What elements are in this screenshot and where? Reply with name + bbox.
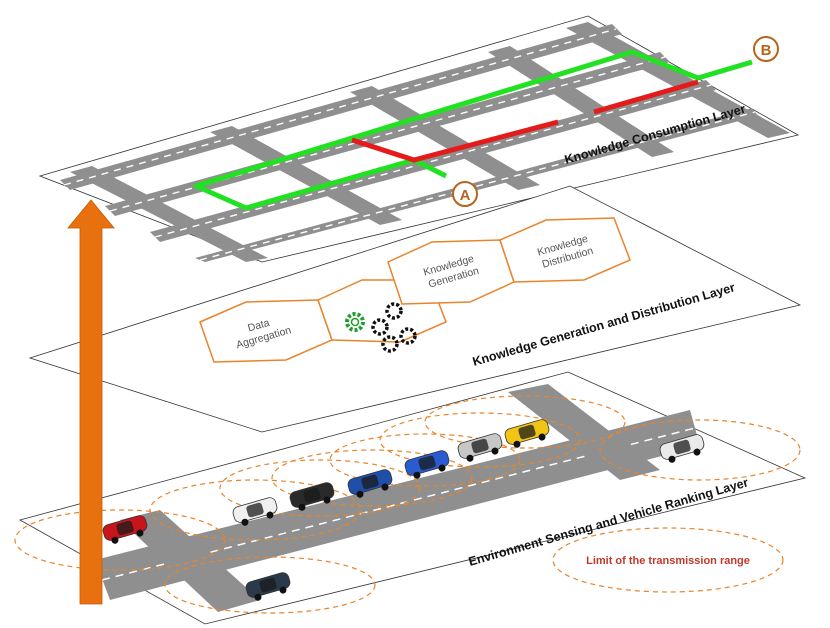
car-wheel (413, 471, 421, 479)
range-ellipse (219, 459, 421, 517)
hex-knowledge-distribution: Knowledge Distribution (499, 217, 631, 283)
arrow-shape (67, 199, 115, 605)
silver-sedan-icon (457, 433, 503, 462)
car-wheel (111, 536, 119, 544)
car-wheel (668, 455, 676, 463)
car-wheel (381, 483, 389, 491)
vehicles (102, 419, 705, 601)
aggregation-line1: Data (246, 317, 271, 335)
car-window (361, 474, 379, 490)
car-wheel (266, 511, 274, 519)
gear-green-icon (345, 312, 365, 332)
consumption-plane (38, 15, 800, 263)
road-strip (210, 126, 402, 225)
road-strip (350, 86, 540, 190)
car-wheel (279, 586, 287, 594)
point-a-marker: A (452, 181, 478, 207)
car-window (418, 455, 436, 471)
car-wheel (538, 433, 546, 441)
hex-data-aggregation: Data Aggregation (199, 299, 333, 363)
cross-road (508, 384, 660, 480)
range-ellipse (424, 395, 626, 449)
point-b-marker: B (753, 36, 779, 62)
car-wheel (254, 593, 262, 601)
white-mustang-icon (232, 497, 278, 526)
car-wheel (466, 454, 474, 462)
car-wheel (693, 448, 701, 456)
point-b-label: B (761, 42, 772, 59)
road-strip (195, 108, 758, 262)
car-window (246, 502, 264, 518)
consumption-layer: A B Knowledge Consumption Layer (38, 15, 800, 263)
transmission-range-legend: Limit of the transmission range (586, 555, 750, 567)
gear-black-icon (371, 318, 389, 336)
blue-mustang-icon (347, 469, 393, 498)
car-window (518, 424, 536, 440)
blue-supercar-icon (404, 450, 450, 479)
car-window (471, 438, 489, 454)
car-window (259, 577, 277, 593)
car-wheel (136, 529, 144, 537)
road-strip (488, 46, 674, 157)
car-wheel (513, 440, 521, 448)
car-window (673, 439, 691, 455)
yellow-sports-car-icon (504, 419, 550, 448)
road-strip (566, 22, 790, 138)
red-sports-car-icon (102, 515, 148, 544)
range-ellipse (271, 449, 473, 507)
generation-layer: Data Aggregation Knowledge Generation (28, 185, 802, 433)
car-window (116, 520, 134, 536)
route-red (593, 79, 699, 115)
car-wheel (241, 518, 249, 526)
car-wheel (356, 490, 364, 498)
lane-marking (199, 111, 756, 261)
point-a-label: A (460, 187, 471, 204)
gear-black-icon (399, 327, 417, 345)
range-ellipses (14, 395, 801, 614)
dark-sedan-icon (245, 572, 291, 601)
lane-marking (63, 28, 617, 186)
range-ellipse (599, 419, 801, 481)
gear-black-icon (385, 302, 403, 320)
range-ellipse (552, 527, 784, 593)
lane-marking (154, 84, 712, 238)
range-ellipse (149, 479, 361, 541)
range-ellipse (164, 556, 376, 614)
gears-icon (345, 302, 417, 353)
white-mustang-right-icon (659, 434, 705, 463)
car-wheel (323, 496, 331, 504)
cross-road (120, 510, 260, 612)
gear-black-icon (381, 335, 399, 353)
black-mustang-icon (289, 482, 335, 511)
car-wheel (438, 464, 446, 472)
gear-green-hub (350, 317, 360, 327)
range-ellipse (379, 412, 581, 468)
upward-arrow (67, 199, 115, 605)
road-strip (70, 166, 268, 262)
car-wheel (298, 503, 306, 511)
range-ellipse (14, 509, 226, 571)
point-b-circle (753, 36, 779, 62)
hex-knowledge-generation: Knowledge Generation (387, 239, 515, 305)
sensing-layer: Environment Sensing and Vehicle Ranking … (14, 371, 807, 625)
route-red (351, 119, 559, 163)
hex-shape (499, 217, 631, 283)
range-ellipse (329, 433, 521, 487)
point-a-circle (452, 181, 478, 207)
car-wheel (491, 447, 499, 455)
car-window (303, 487, 321, 503)
